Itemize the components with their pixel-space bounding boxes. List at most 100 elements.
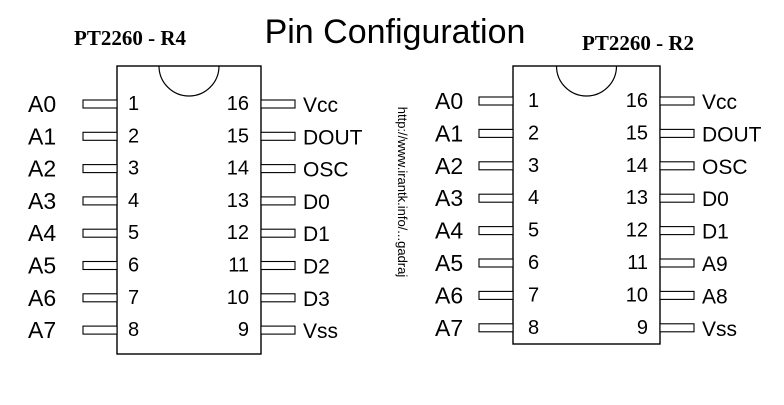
pin-label: A7 (435, 315, 463, 341)
pin-number: 6 (528, 252, 539, 274)
pin-number: 7 (128, 287, 139, 309)
pin-number: 8 (528, 317, 539, 339)
pin-lead (260, 164, 296, 174)
pin-lead (659, 128, 695, 138)
pin-label: D0 (702, 188, 729, 211)
pin-lead (260, 293, 296, 303)
pin-lead (82, 260, 118, 271)
pin-number: 9 (238, 319, 249, 341)
pin-lead (659, 323, 695, 333)
pin-lead (478, 290, 514, 300)
pin-lead (82, 293, 118, 303)
pin-lead (478, 96, 514, 106)
pin-number: 5 (528, 220, 539, 242)
pin-number: 11 (627, 252, 648, 274)
pin-label: A4 (435, 218, 463, 244)
pin-label: D2 (303, 256, 330, 279)
pin-lead (478, 323, 514, 333)
pin-label: A0 (28, 91, 56, 117)
pin-label: D1 (303, 223, 330, 246)
pin-label: A3 (28, 188, 56, 214)
pin-number: 1 (128, 93, 139, 115)
pin-lead (659, 290, 695, 300)
pin-number: 2 (128, 125, 139, 147)
pin-label: A5 (28, 253, 56, 279)
pin-lead (659, 161, 695, 171)
pin-number: 9 (637, 317, 648, 339)
pin-lead (260, 260, 296, 271)
pin-lead (659, 258, 695, 268)
pin-label: A4 (28, 220, 56, 246)
pin-label: A8 (702, 285, 728, 308)
pin-label: D3 (303, 288, 330, 311)
pin-label: A6 (435, 282, 463, 308)
pin-number: 12 (626, 220, 648, 242)
pin-lead (659, 96, 695, 106)
pin-lead (260, 325, 296, 335)
pin-number: 7 (528, 284, 539, 306)
pin-lead (478, 226, 514, 236)
pin-label: OSC (702, 156, 748, 179)
pin-number: 12 (227, 222, 249, 244)
pin-number: 14 (626, 155, 648, 177)
pin-number: 15 (227, 125, 249, 147)
chip-title: PT2260 - R4 (74, 26, 186, 50)
pin-number: 4 (128, 190, 139, 212)
pin-lead (82, 131, 118, 141)
pin-label: DOUT (702, 123, 762, 146)
pin-number: 1 (528, 90, 539, 112)
pin-number: 10 (227, 287, 249, 309)
pin-number: 8 (128, 319, 139, 341)
pin-label: Vcc (303, 94, 338, 117)
pin-number: 15 (626, 122, 648, 144)
pin-label: A3 (435, 185, 463, 211)
chip-notch (158, 65, 220, 97)
pin-label: D0 (303, 191, 330, 214)
pin-number: 2 (528, 122, 539, 144)
pin-label: A9 (702, 253, 728, 276)
pin-lead (82, 228, 118, 238)
pin-label: Vss (702, 318, 737, 341)
pin-lead (478, 193, 514, 203)
pin-number: 6 (128, 255, 139, 277)
chip-title: PT2260 - R2 (582, 31, 694, 55)
pin-number: 10 (626, 284, 648, 306)
pin-label: A5 (435, 250, 463, 276)
chip-body (512, 65, 661, 345)
pin-label: A2 (435, 153, 463, 179)
pin-label: Vcc (702, 91, 737, 114)
pin-number: 14 (227, 158, 249, 180)
pin-lead (260, 99, 296, 109)
chip-notch (555, 65, 618, 97)
pin-lead (82, 196, 118, 206)
pin-lead (659, 226, 695, 236)
chip-body (116, 65, 262, 355)
pin-lead (659, 193, 695, 203)
pin-lead (478, 161, 514, 171)
pin-lead (260, 131, 296, 141)
pin-label: A7 (28, 317, 56, 343)
pin-number: 13 (626, 187, 648, 209)
source-url-text: http://www.irantk.info/...gadraj (395, 107, 410, 278)
pin-lead (82, 164, 118, 174)
pin-lead (260, 196, 296, 206)
pin-label: DOUT (303, 126, 363, 149)
pin-lead (478, 128, 514, 138)
pin-label: A1 (28, 123, 56, 149)
pin-number: 3 (528, 155, 539, 177)
pin-lead (82, 325, 118, 335)
pin-number: 4 (528, 187, 539, 209)
pin-label: A1 (435, 120, 463, 146)
pin-label: A0 (435, 88, 463, 114)
chip-2: PT2260 - R2 A0 1A1 2A2 3A3 4A4 5A5 6A6 7A7 8 16 Vcc… (435, 31, 762, 345)
pin-lead (260, 228, 296, 238)
pin-number: 16 (626, 90, 648, 112)
pin-number: 5 (128, 222, 139, 244)
pin-number: 3 (128, 158, 139, 180)
pin-label: A6 (28, 285, 56, 311)
pin-label: OSC (303, 159, 349, 182)
